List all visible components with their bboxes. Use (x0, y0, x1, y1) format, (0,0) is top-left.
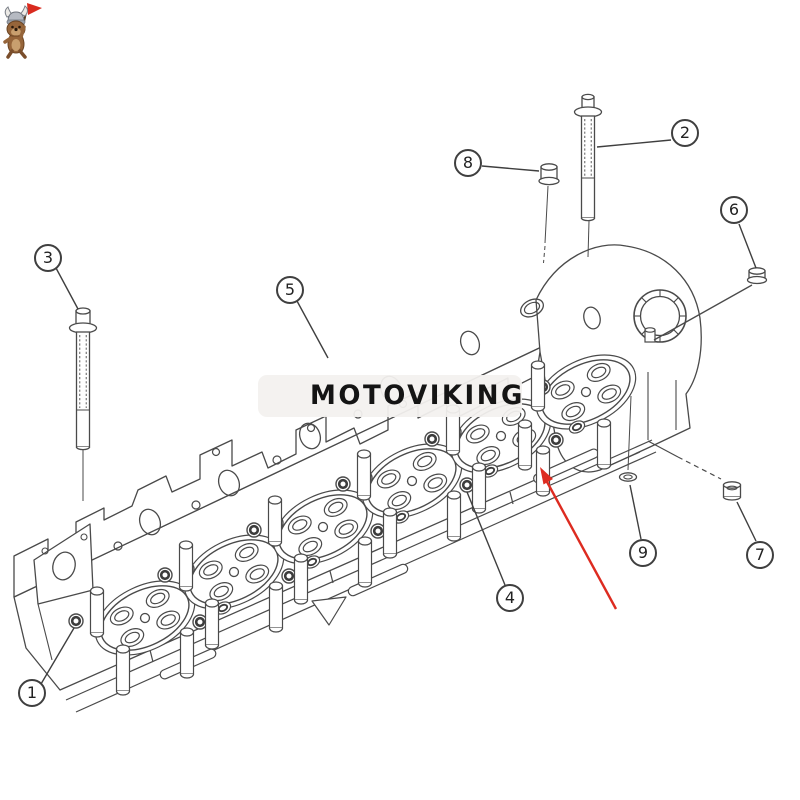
leader-lines (40, 139, 757, 685)
callout-1: 1 (18, 679, 46, 707)
mascot-flag (27, 3, 42, 15)
cylinder-decks (82, 298, 649, 671)
brand-wordmark: MOTOVIKING (310, 380, 525, 412)
nut-6-icon (653, 267, 768, 341)
callout-6: 6 (720, 196, 748, 224)
callout-4: 4 (496, 584, 524, 612)
mascot-helmet (7, 11, 25, 23)
viking-dog-mascot-icon (3, 3, 42, 59)
washer-9-icon (618, 395, 638, 482)
red-pointer-arrow (540, 467, 618, 610)
callout-8: 8 (454, 149, 482, 177)
head-bolt-2-icon (573, 93, 603, 258)
watermark-banner: MOTOVIKING (258, 375, 522, 417)
callout-3: 3 (34, 244, 62, 272)
plug-7-icon (647, 440, 742, 501)
callout-9: 9 (629, 539, 657, 567)
callout-2: 2 (671, 119, 699, 147)
head-bolt-3-icon (68, 307, 98, 501)
callout-7: 7 (746, 541, 774, 569)
bolt-8-icon (538, 163, 560, 264)
stud-for-nut (644, 327, 656, 343)
callout-5: 5 (276, 276, 304, 304)
